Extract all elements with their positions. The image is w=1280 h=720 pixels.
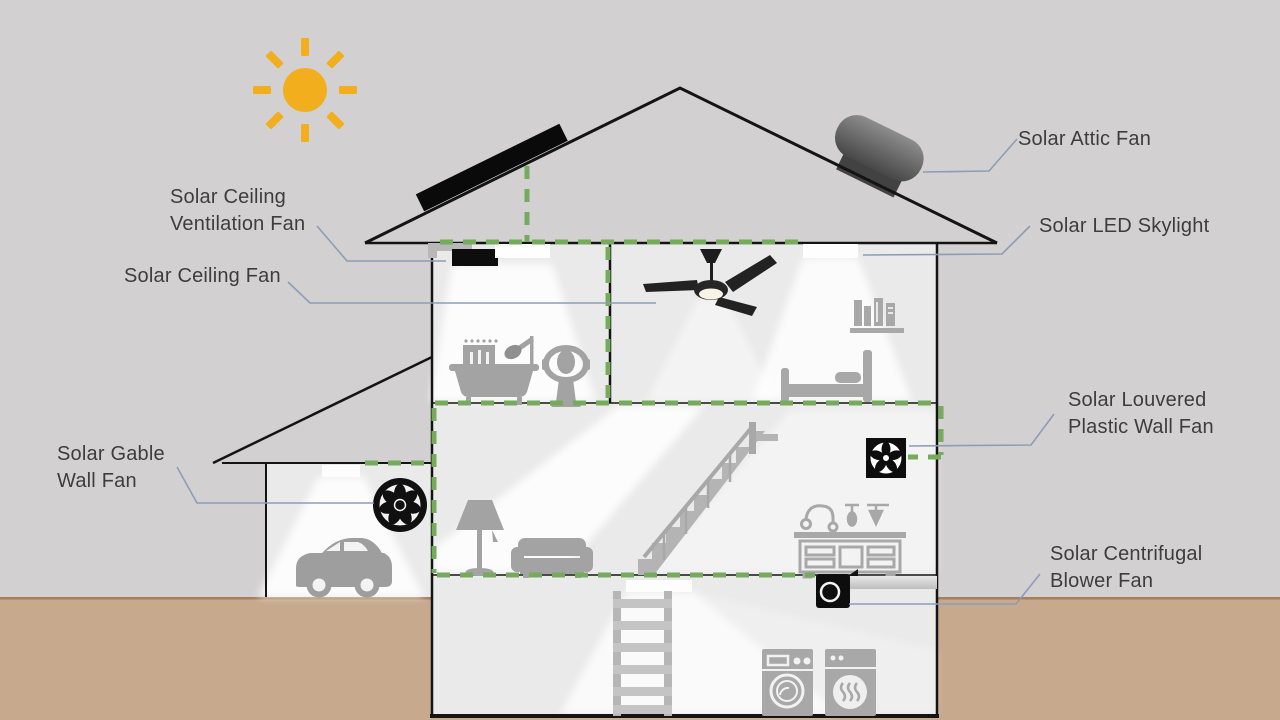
louvered-wall-fan-icon bbox=[866, 438, 906, 478]
dryer-icon bbox=[825, 649, 876, 716]
bed-icon bbox=[781, 350, 872, 402]
attic-fan-icon bbox=[834, 115, 924, 198]
led-skylight-icon bbox=[495, 244, 550, 258]
sofa-icon bbox=[511, 538, 593, 578]
books-icon bbox=[850, 298, 904, 333]
label-solar-ceiling-fan: Solar Ceiling Fan bbox=[124, 265, 281, 287]
leader-lines bbox=[176, 138, 1055, 605]
airflow-dashed-lines bbox=[365, 166, 944, 578]
washing-machine-icon bbox=[762, 649, 813, 716]
bathtub-shower-icon bbox=[449, 336, 539, 405]
solar-panel-icon bbox=[415, 123, 568, 212]
basement-light-icon bbox=[626, 580, 692, 592]
gable-wall-fan-icon bbox=[373, 478, 427, 532]
stairs-icon bbox=[638, 422, 778, 575]
ladder-icon bbox=[613, 591, 672, 716]
led-skylight-icon bbox=[803, 244, 858, 258]
garage-light-icon bbox=[322, 465, 360, 477]
kitchen-sink-icon bbox=[794, 503, 906, 579]
label-solar-gable-wall-fan: Solar Gable Wall Fan bbox=[57, 443, 165, 492]
sun-icon bbox=[253, 38, 357, 142]
centrifugal-blower-icon bbox=[816, 569, 937, 608]
car-icon bbox=[296, 538, 392, 598]
label-solar-ceiling-ventilation-fan: Solar Ceiling Ventilation Fan bbox=[170, 186, 306, 235]
ceiling-fan-icon bbox=[643, 249, 777, 316]
toilet-icon bbox=[542, 345, 590, 407]
label-solar-led-skylight: Solar LED Skylight bbox=[1039, 215, 1210, 237]
label-solar-centrifugal-blower-fan: Solar Centrifugal Blower Fan bbox=[1050, 543, 1203, 592]
label-solar-louvered-plastic-wall-fan: Solar Louvered Plastic Wall Fan bbox=[1068, 389, 1214, 438]
ceiling-ventilation-fan-icon bbox=[428, 243, 498, 266]
label-solar-attic-fan: Solar Attic Fan bbox=[1018, 128, 1152, 150]
